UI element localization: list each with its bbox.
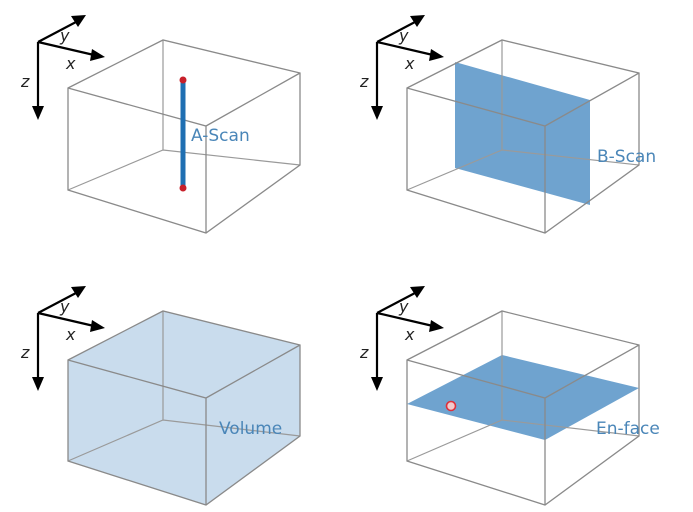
panel-label-a-scan: A-Scan [191, 126, 250, 146]
axes-indicator: y x z [359, 284, 446, 393]
axis-label-z: z [359, 72, 369, 91]
axis-label-x: x [65, 54, 76, 73]
panel-a-scan: y x z A-Scan [20, 13, 301, 234]
panel-label-volume: Volume [219, 419, 282, 439]
axis-label-y: y [398, 26, 409, 45]
panel-b-scan: y x z B-Scan [359, 13, 656, 234]
axis-label-z: z [20, 343, 30, 362]
panel-volume: y x z Volume [20, 284, 301, 506]
axis-label-z: z [20, 72, 30, 91]
axis-label-x: x [65, 325, 76, 344]
b-scan-plane [455, 62, 590, 205]
wireframe-box [406, 310, 640, 506]
axes-indicator: y x z [359, 13, 446, 122]
wireframe-box [67, 310, 301, 506]
axis-label-y: y [59, 26, 70, 45]
axis-label-x: x [404, 54, 415, 73]
axis-label-y: y [398, 297, 409, 316]
axis-label-y: y [59, 297, 70, 316]
axis-label-z: z [359, 343, 369, 362]
axes-indicator: y x z [20, 284, 107, 393]
panel-label-en-face: En-face [596, 419, 660, 439]
wireframe-box [406, 39, 640, 234]
wireframe-box [67, 39, 301, 234]
axes-indicator: y x z [20, 13, 107, 122]
panel-en-face: y x z En-face [359, 284, 660, 506]
a-scan-top-dot [179, 76, 187, 84]
volume-fill [68, 311, 300, 505]
en-face-marker [445, 400, 457, 412]
a-scan-bottom-dot [179, 184, 187, 192]
axis-label-x: x [404, 325, 415, 344]
panel-label-b-scan: B-Scan [597, 147, 656, 167]
